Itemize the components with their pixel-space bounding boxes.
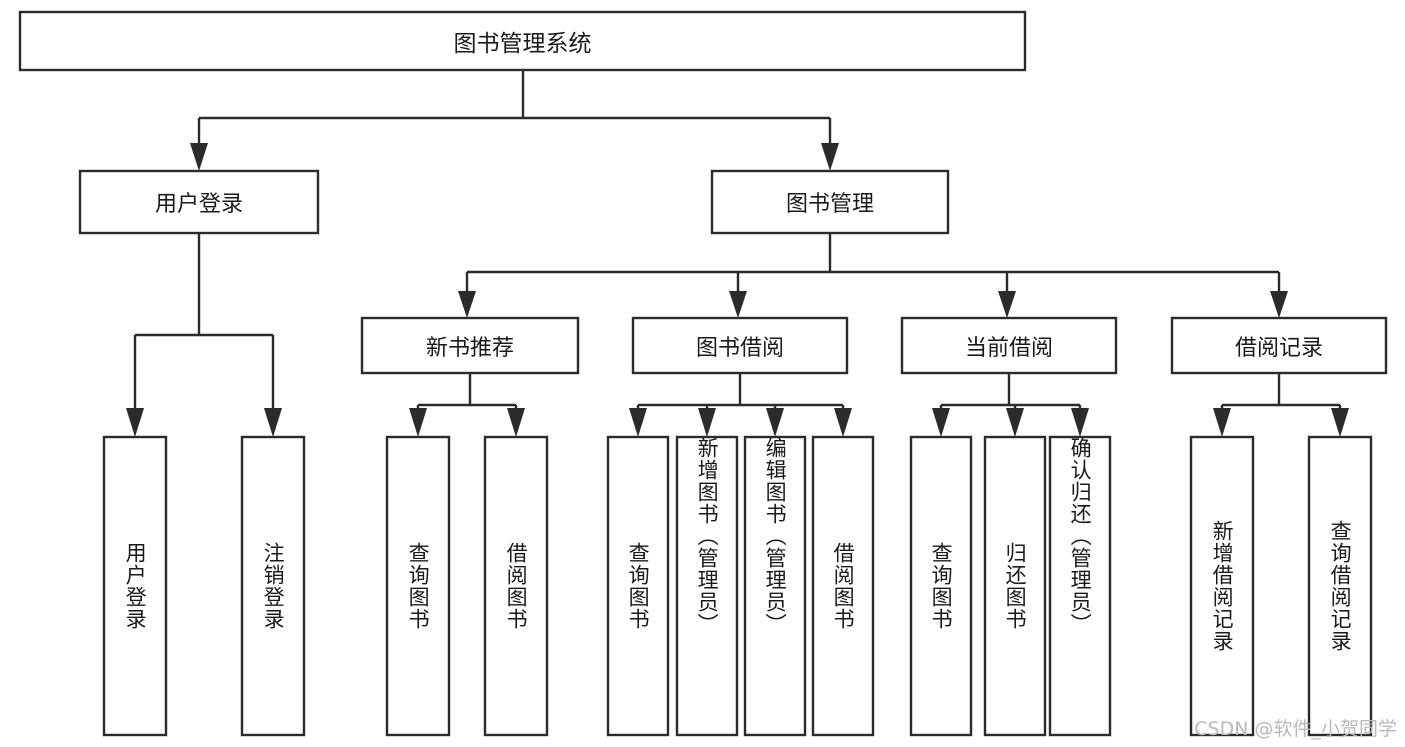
arrow-head-new-book-rec	[458, 291, 476, 318]
connector-layer	[126, 70, 1349, 437]
arrow-head-leaf-user-login	[126, 408, 144, 437]
arrow-head-leaf-confirm-return	[1071, 408, 1089, 437]
arrow-head-leaf-user-logout	[264, 408, 282, 437]
arrow-head-borrow-record	[1270, 291, 1288, 318]
arrow-head-leaf-borrow-book-bb	[834, 408, 852, 437]
node-layer	[18, 10, 1388, 737]
node-leaf-edit-book[interactable]	[743, 435, 807, 737]
arrow-head-leaf-query-book-bb	[629, 408, 647, 437]
node-root[interactable]	[18, 10, 1027, 72]
node-book-borrow[interactable]	[631, 316, 849, 375]
node-leaf-query-record[interactable]	[1307, 435, 1373, 737]
node-new-book-rec[interactable]	[360, 316, 580, 375]
arrow-head-user-login	[190, 143, 208, 171]
arrow-head-leaf-query-book-rec	[409, 408, 427, 437]
node-leaf-query-book-cb[interactable]	[909, 435, 973, 737]
node-leaf-query-book-bb[interactable]	[606, 435, 670, 737]
node-borrow-record[interactable]	[1170, 316, 1388, 375]
arrow-head-book-manage	[821, 143, 839, 171]
node-leaf-user-logout[interactable]	[240, 435, 306, 737]
arrow-head-leaf-query-record	[1331, 408, 1349, 437]
node-leaf-add-book[interactable]	[675, 435, 739, 737]
arrow-head-leaf-add-book	[698, 408, 716, 437]
node-leaf-borrow-book-rec[interactable]	[483, 435, 549, 737]
node-leaf-add-record[interactable]	[1189, 435, 1255, 737]
arrow-head-leaf-return-book	[1006, 408, 1024, 437]
node-leaf-confirm-return[interactable]	[1048, 435, 1112, 737]
node-leaf-borrow-book-bb[interactable]	[811, 435, 875, 737]
arrow-head-leaf-query-book-cb	[932, 408, 950, 437]
node-book-manage[interactable]	[710, 169, 950, 235]
arrow-head-leaf-edit-book	[766, 408, 784, 437]
node-current-borrow[interactable]	[900, 316, 1118, 375]
node-leaf-user-login[interactable]	[102, 435, 168, 737]
node-leaf-return-book[interactable]	[983, 435, 1047, 737]
arrow-head-current-borrow	[998, 291, 1016, 318]
arrow-head-leaf-borrow-book-rec	[507, 408, 525, 437]
arrow-head-leaf-add-record	[1213, 408, 1231, 437]
node-leaf-query-book-rec[interactable]	[385, 435, 451, 737]
csdn-watermark: CSDN @软件_小贺同学	[1194, 718, 1397, 740]
node-user-login[interactable]	[78, 169, 320, 235]
arrow-head-book-borrow	[729, 291, 747, 318]
